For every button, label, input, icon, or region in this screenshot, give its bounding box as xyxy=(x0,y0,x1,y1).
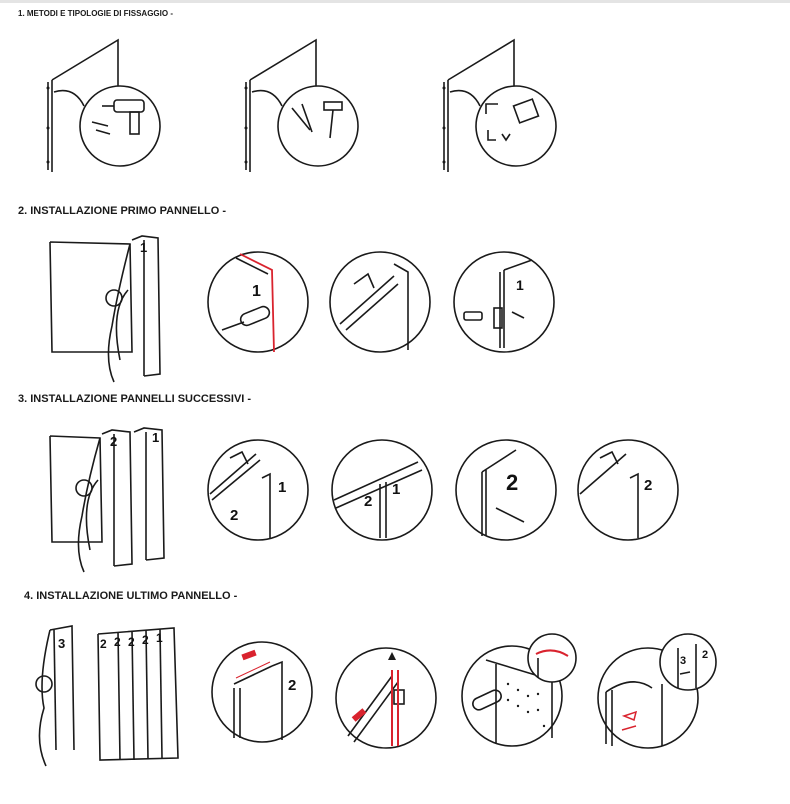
panel-joint-icon: 1 2 xyxy=(207,439,309,541)
top-border xyxy=(0,0,790,3)
panel-number: 2 xyxy=(506,470,518,495)
panel-edge-icon xyxy=(329,251,431,353)
panel-tongue-icon: 2 1 xyxy=(331,439,433,541)
section-title-last-panel: 4. INSTALLAZIONE ULTIMO PANNELLO - xyxy=(24,590,238,602)
panel-number: 1 xyxy=(278,479,286,496)
panel-roll-icon: 1 xyxy=(49,235,161,383)
panel-number: 2 xyxy=(128,635,135,649)
panel-number: 1 xyxy=(516,277,524,293)
dowel-screw-icon: 1 xyxy=(207,251,309,353)
screw-drill-icon xyxy=(46,38,161,172)
last-panel-icon xyxy=(335,647,437,749)
panel-number: 2 xyxy=(142,633,149,647)
cut-measure-icon: 2 xyxy=(211,641,313,743)
panel-number: 2 xyxy=(230,507,238,524)
panel-number: 1 xyxy=(252,283,261,300)
staple-gun-icon xyxy=(442,38,557,172)
panel-number: 2 xyxy=(288,677,296,694)
panel-joint-icon: 2 xyxy=(577,439,679,541)
panel-number: 3 xyxy=(680,655,686,667)
panel-screw-icon: 2 xyxy=(455,439,557,541)
panel-roll-icon: 3 2 2 2 2 1 xyxy=(35,625,179,767)
panel-number: 2 xyxy=(114,635,121,649)
section-title-fixing: 1. METODI E TIPOLOGIE DI FISSAGGIO - xyxy=(18,9,173,18)
panel-number: 2 xyxy=(110,434,117,449)
panel-number: 2 xyxy=(100,637,107,651)
panel-number: 2 xyxy=(702,649,708,661)
section-title-first-panel: 2. INSTALLAZIONE PRIMO PANNELLO - xyxy=(18,205,226,217)
clip-screw-icon: 1 xyxy=(453,251,555,353)
nail-hammer-icon xyxy=(244,38,359,172)
panel-roll-icon: 2 1 xyxy=(49,427,165,573)
panel-number: 1 xyxy=(140,240,147,255)
trim-finish-icon: 3 2 xyxy=(597,633,717,749)
panel-number: 1 xyxy=(152,430,159,445)
dowel-perforated-icon xyxy=(461,633,577,747)
panel-number: 2 xyxy=(644,477,652,494)
panel-number: 1 xyxy=(156,631,163,645)
section-title-next-panels: 3. INSTALLAZIONE PANNELLI SUCCESSIVI - xyxy=(18,393,252,405)
panel-number: 2 xyxy=(364,493,372,510)
panel-number: 3 xyxy=(58,636,65,651)
panel-number: 1 xyxy=(392,481,400,498)
